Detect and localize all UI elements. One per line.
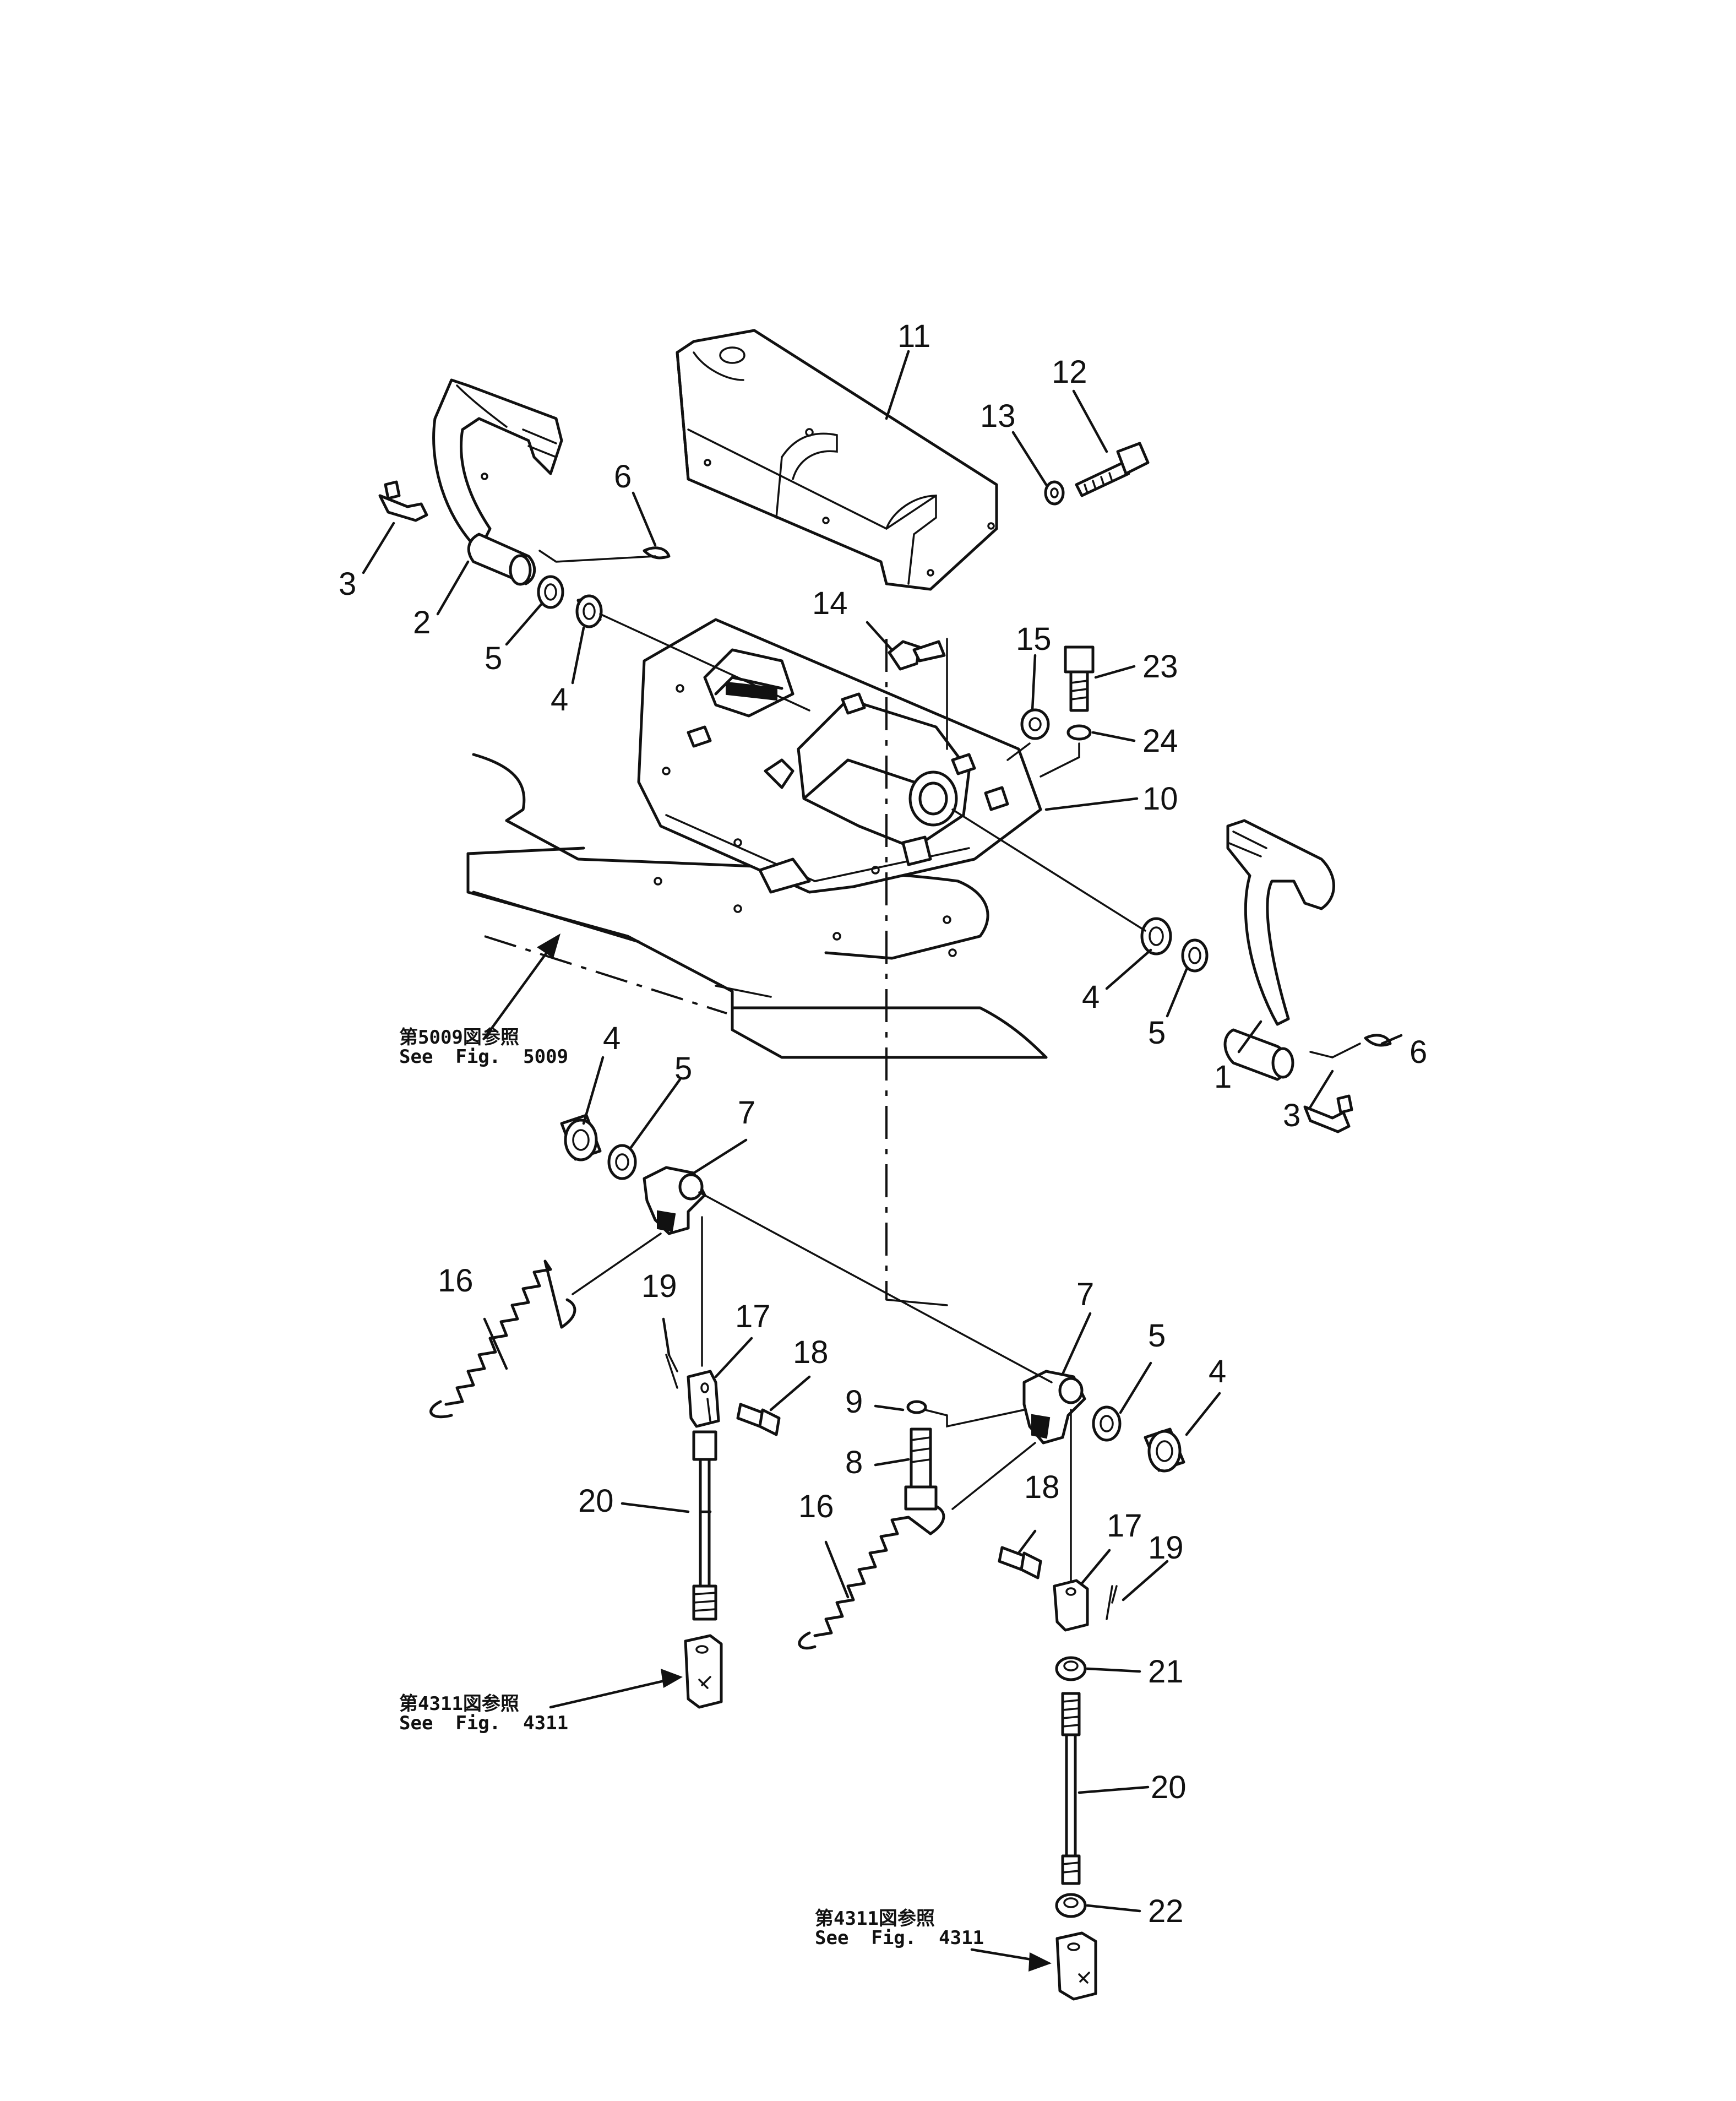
callout-4-lower-right: 4 xyxy=(1209,1354,1226,1389)
lever-7-right xyxy=(1022,1370,1086,1445)
reference-fig4311-left-en: See Fig. 4311 xyxy=(399,1712,568,1734)
bushing-5-lower-left xyxy=(607,1144,637,1180)
clevis-17-left xyxy=(687,1370,720,1428)
nut-15 xyxy=(1020,708,1050,740)
bolt-23 xyxy=(1064,645,1095,712)
callout-5-lower-left: 5 xyxy=(674,1051,692,1087)
callout-2: 2 xyxy=(413,605,431,640)
reference-fig5009-jp: 第5009図参照 xyxy=(399,1027,519,1049)
pin-18-right xyxy=(998,1546,1042,1579)
callout-13: 13 xyxy=(980,398,1016,434)
bushing-5-lower-right xyxy=(1092,1405,1122,1442)
bolt-8 xyxy=(904,1427,938,1511)
bushing-5-left xyxy=(537,575,564,609)
callout-7-left: 7 xyxy=(738,1095,755,1131)
reference-fig4311-right-jp: 第4311図参照 xyxy=(815,1908,935,1930)
callout-20-right: 20 xyxy=(1151,1769,1187,1805)
callout-14: 14 xyxy=(812,585,848,621)
assembly-lines xyxy=(484,550,1361,1582)
callout-10: 10 xyxy=(1142,781,1178,817)
rod-end-right xyxy=(1055,1931,1097,2001)
clevis-17-right xyxy=(1053,1579,1089,1632)
lever-7-left xyxy=(643,1166,706,1235)
callout-21: 21 xyxy=(1148,1654,1184,1690)
bushing-4-right xyxy=(1140,917,1172,956)
reference-fig5009-en: See Fig. 5009 xyxy=(399,1046,568,1068)
nut-22 xyxy=(1055,1893,1087,1918)
callout-11: 11 xyxy=(897,318,930,354)
cotter-pin-19-right xyxy=(1106,1585,1118,1620)
rod-end-left xyxy=(684,1634,723,1709)
bushing-4-lower-left xyxy=(560,1114,602,1161)
callout-24: 24 xyxy=(1142,723,1178,759)
callout-8: 8 xyxy=(845,1445,863,1480)
callout-4-upper-left: 4 xyxy=(551,682,568,718)
callout-20-left: 20 xyxy=(578,1483,614,1519)
return-spring-right xyxy=(798,1505,945,1650)
leader-lines xyxy=(362,350,1403,1913)
callout-3-right: 3 xyxy=(1283,1098,1300,1133)
rod-20-right xyxy=(1061,1692,1081,1885)
cotter-pin-19-left xyxy=(665,1354,678,1389)
callout-9: 9 xyxy=(845,1384,863,1420)
callout-15: 15 xyxy=(1016,621,1052,657)
washer-13 xyxy=(1044,480,1065,506)
callout-3-left: 3 xyxy=(339,566,356,602)
bushing-5-right xyxy=(1181,938,1209,973)
callout-labels: 11 12 13 6 3 2 5 4 14 15 23 24 10 4 5 1 … xyxy=(339,318,1427,1929)
grease-fitting-right xyxy=(1303,1094,1353,1133)
pedal-cover xyxy=(676,329,998,591)
callout-18-left: 18 xyxy=(793,1334,829,1370)
bolt-14 xyxy=(888,640,946,671)
washer-9 xyxy=(906,1400,927,1414)
bushing-4-left xyxy=(575,594,603,628)
brake-pedal-right xyxy=(1223,819,1335,1081)
rod-20-left xyxy=(692,1430,717,1621)
callout-16-left: 16 xyxy=(438,1263,474,1299)
callout-23: 23 xyxy=(1142,649,1178,685)
reference-fig4311-left-jp: 第4311図参照 xyxy=(399,1693,519,1715)
callout-4-lower-left: 4 xyxy=(603,1020,621,1056)
nut-21 xyxy=(1055,1656,1087,1681)
figure-references: 第5009図参照 See Fig. 5009 第4311図参照 See Fig.… xyxy=(399,1027,984,1949)
callout-5-lower-right: 5 xyxy=(1148,1318,1166,1354)
callout-19-right: 19 xyxy=(1148,1530,1184,1566)
callout-18-right: 18 xyxy=(1024,1469,1060,1505)
callout-7-right: 7 xyxy=(1076,1277,1094,1312)
callout-16-right: 16 xyxy=(798,1489,834,1524)
washer-24 xyxy=(1066,724,1092,741)
bolt-12 xyxy=(1075,442,1150,497)
callout-1: 1 xyxy=(1214,1059,1232,1095)
callout-6-left: 6 xyxy=(614,459,632,495)
reference-arrows xyxy=(483,933,1052,1972)
callout-4-upper-right: 4 xyxy=(1082,979,1100,1015)
callout-22: 22 xyxy=(1148,1893,1184,1929)
bushing-4-lower-right xyxy=(1144,1427,1185,1473)
pedal-base-plate xyxy=(637,618,1042,894)
grease-fitting-left xyxy=(378,480,428,522)
pin-18-left xyxy=(736,1403,781,1436)
callout-5-upper-right: 5 xyxy=(1148,1015,1166,1051)
reference-fig4311-right-en: See Fig. 4311 xyxy=(815,1927,984,1949)
brake-pedal-left xyxy=(432,378,563,586)
callout-5-upper-left: 5 xyxy=(485,640,502,676)
callout-19-left: 19 xyxy=(641,1268,677,1304)
callout-6-right: 6 xyxy=(1410,1034,1427,1070)
callout-17-left: 17 xyxy=(735,1299,771,1334)
callout-17-right: 17 xyxy=(1107,1508,1142,1544)
return-spring-left xyxy=(429,1259,576,1419)
callout-12: 12 xyxy=(1052,354,1087,390)
cotter-pin-6-right xyxy=(1364,1034,1392,1047)
